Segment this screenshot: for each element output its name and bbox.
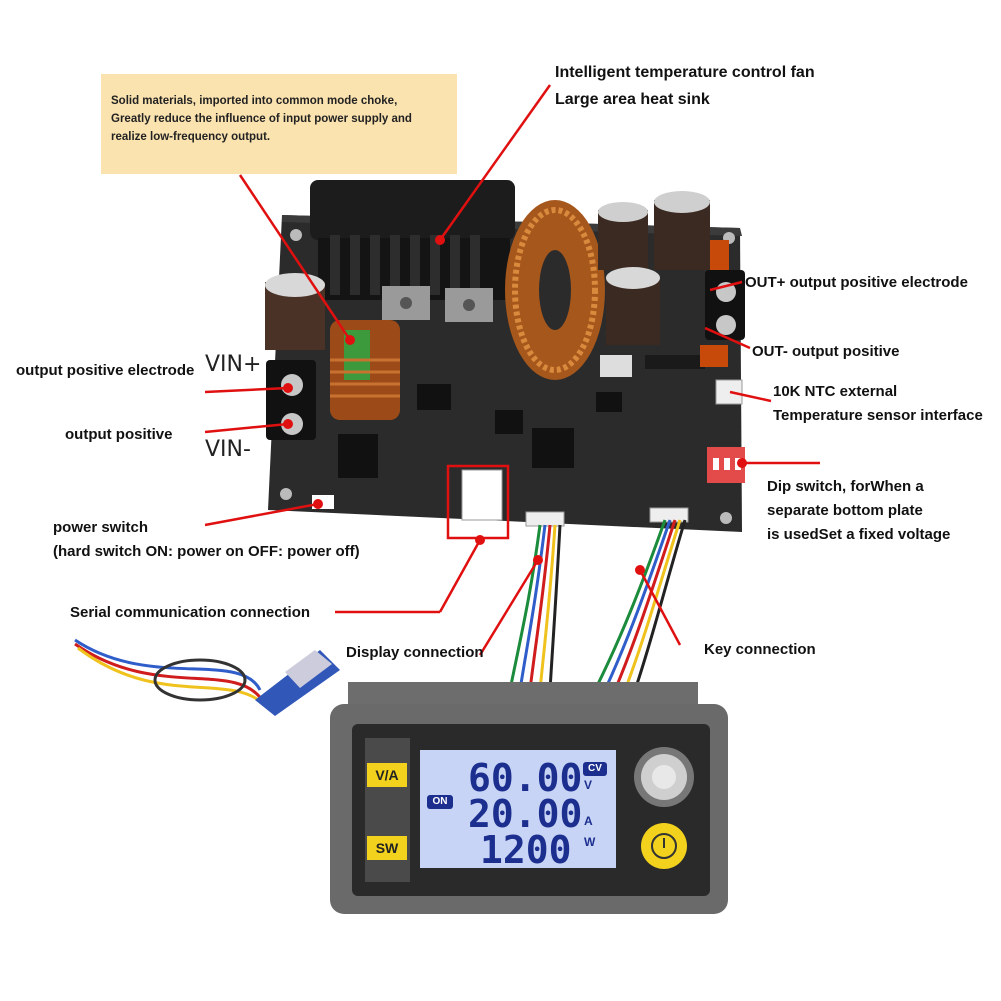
label-heatsink: Large area heat sink <box>555 91 710 108</box>
label-dip-1: Dip switch, forWhen a <box>767 478 924 495</box>
adjust-knob[interactable] <box>634 747 694 807</box>
lcd-voltage: 60.00 <box>468 756 582 800</box>
label-ntc-2: Temperature sensor interface <box>773 407 983 424</box>
label-in-negative: output positive <box>65 426 173 443</box>
label-out-negative: OUT- output positive <box>752 343 900 360</box>
label-vin-minus: VIN- <box>205 437 251 462</box>
choke-note-box: Solid materials, imported into common mo… <box>101 74 457 174</box>
sw-button[interactable]: SW <box>367 836 407 860</box>
label-display: Display connection <box>346 644 484 661</box>
toroid-inductor <box>505 200 605 380</box>
label-key: Key connection <box>704 641 816 658</box>
unit-v: V <box>584 778 593 792</box>
heatsink-fan <box>310 180 515 322</box>
unit-a: A <box>584 814 593 828</box>
note-line-2: Greatly reduce the influence of input po… <box>111 113 412 125</box>
unit-w: W <box>584 835 596 849</box>
label-ntc-1: 10K NTC external <box>773 383 898 400</box>
label-serial: Serial communication connection <box>70 604 311 621</box>
on-badge: ON <box>427 795 453 809</box>
common-mode-choke <box>330 320 400 420</box>
label-vin-plus: VIN+ <box>205 352 262 377</box>
cables <box>508 519 687 691</box>
lcd-current: 20.00 <box>468 792 582 836</box>
label-in-positive: output positive electrode <box>16 362 195 379</box>
serial-module <box>74 638 340 716</box>
label-power-switch-note: (hard switch ON: power on OFF: power off… <box>53 543 360 560</box>
cv-badge: CV <box>583 762 607 776</box>
label-out-positive: OUT+ output positive electrode <box>745 274 968 291</box>
label-power-switch: power switch <box>53 519 149 536</box>
label-dip-3: is usedSet a fixed voltage <box>767 526 951 543</box>
serial-port <box>461 469 503 521</box>
leader-lines <box>204 84 820 656</box>
label-dip-2: separate bottom plate <box>767 502 923 519</box>
note-line-3: realize low-frequency output. <box>111 131 271 143</box>
lcd-power: 1200 <box>480 828 572 872</box>
va-button[interactable]: V/A <box>367 763 407 787</box>
note-line-1: Solid materials, imported into common mo… <box>111 95 398 107</box>
lcd-readouts: 60.00 20.00 1200 <box>468 756 582 872</box>
power-button[interactable] <box>641 823 687 869</box>
label-fan: Intelligent temperature control fan <box>555 64 815 81</box>
